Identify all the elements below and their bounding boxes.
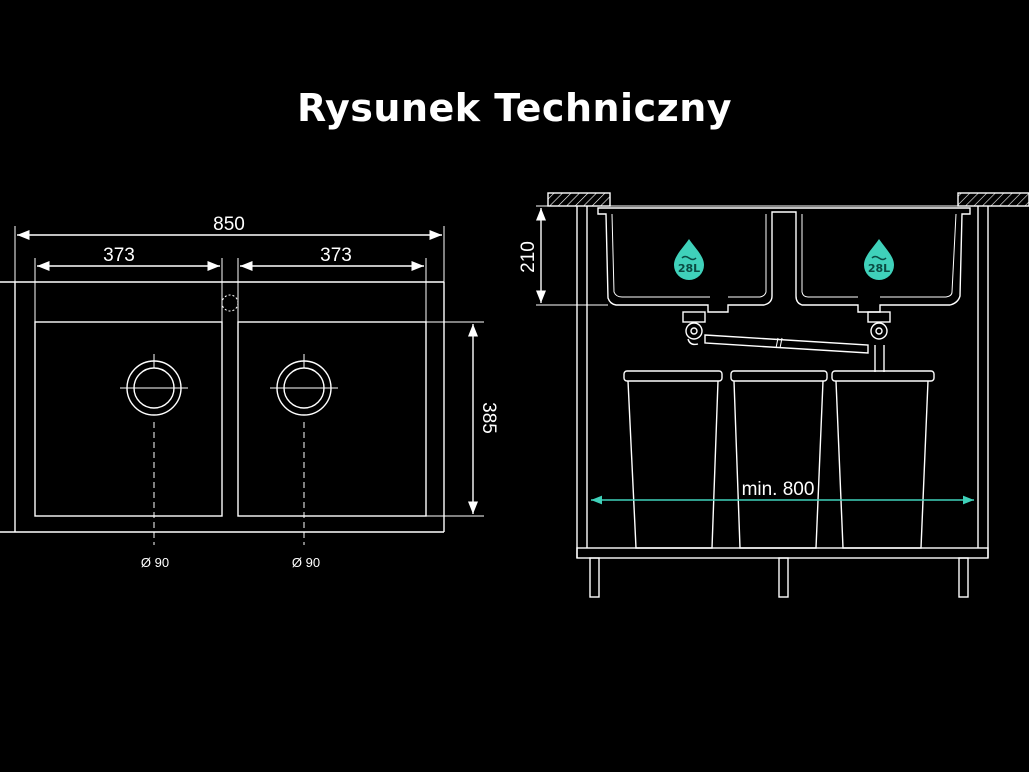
water-drop-icon	[864, 239, 894, 280]
sink-depth-label: 210	[518, 241, 539, 273]
page-title: Rysunek Techniczny	[296, 86, 733, 130]
drain-pipe	[704, 334, 869, 354]
drain-right	[270, 354, 338, 545]
drain-right-label: Ø 90	[292, 555, 320, 570]
sink-profile-outer	[597, 207, 971, 313]
bowl-left	[34, 321, 223, 517]
bin-capacity-label: 28L	[678, 262, 700, 275]
drain-left	[120, 354, 188, 545]
bin-capacity-label: 28L	[868, 262, 890, 275]
overall-width-label: 850	[213, 214, 245, 235]
waste-bin-2	[730, 370, 828, 549]
waste-bin-3	[831, 370, 935, 549]
bowl-right-width-label: 373	[320, 245, 352, 266]
countertop-right	[957, 192, 1029, 207]
siphon-left	[682, 311, 706, 346]
sink-profile-inner	[611, 213, 957, 298]
leg-right	[958, 557, 969, 598]
tap-hole	[221, 294, 239, 312]
leg-left	[589, 557, 600, 598]
bowl-left-width-label: 373	[103, 245, 135, 266]
siphon-right	[867, 311, 891, 372]
countertop-left	[547, 192, 611, 207]
drain-left-label: Ø 90	[141, 555, 169, 570]
waste-bin-1	[623, 370, 723, 549]
cabinet-floor	[576, 547, 989, 559]
leg-middle	[778, 557, 789, 598]
bowl-right	[237, 321, 427, 517]
water-drop-icon	[674, 239, 704, 280]
side-view	[535, 192, 1029, 598]
top-view	[0, 226, 484, 545]
bowl-depth-label: 385	[478, 402, 499, 434]
cabinet-width-label: min. 800	[742, 479, 815, 500]
